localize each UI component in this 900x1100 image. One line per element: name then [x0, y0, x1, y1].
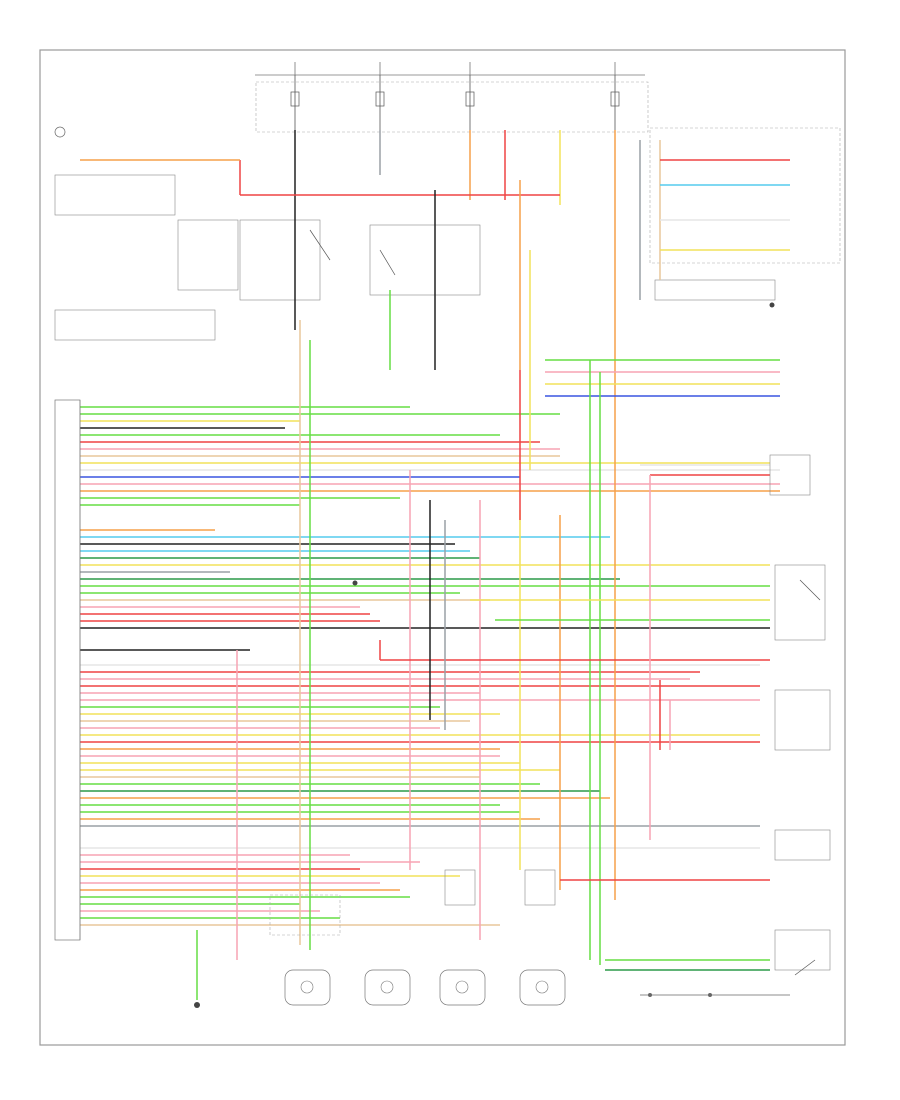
- switch-box-1: [54, 174, 176, 216]
- left-upper-components: [54, 126, 481, 341]
- main-harness: [80, 406, 780, 926]
- lamp-icon: [54, 126, 66, 138]
- fuse-3: [465, 75, 475, 130]
- right-device-sensor-3: [774, 929, 831, 971]
- right-device-sensor-1: [774, 689, 831, 751]
- ground-icon: [194, 1002, 200, 1008]
- wheel-sensor-1: [284, 969, 331, 1006]
- fuse-2: [375, 75, 385, 130]
- top-power-bus: [255, 62, 645, 76]
- wheel-sensor-4: [519, 969, 566, 1006]
- right-device-switch-1: [769, 454, 811, 496]
- ground-icon: [769, 302, 775, 308]
- wheel-sensors: [269, 869, 566, 1006]
- diagram-frame: [39, 49, 846, 1046]
- right-device-ground: [640, 993, 790, 997]
- ground-icon: [352, 580, 358, 586]
- fuse-block: [255, 75, 649, 133]
- ground-symbols: [194, 302, 775, 1008]
- relay-box: [239, 219, 321, 301]
- wheel-sensor-3: [439, 969, 486, 1006]
- right-top-switches: [649, 127, 841, 301]
- control-module-box: [369, 224, 481, 296]
- right-device-switch-2: [774, 564, 826, 641]
- left-connector-block-top: [54, 309, 216, 341]
- left-connector-body: [54, 399, 81, 941]
- module-box-1: [177, 219, 239, 291]
- fuse-1: [290, 75, 300, 130]
- right-device-sensor-2: [774, 829, 831, 861]
- wheel-sensor-2: [364, 969, 411, 1006]
- fuse-4: [610, 75, 620, 130]
- vertical-wires: [80, 130, 790, 1000]
- right-devices: [640, 454, 831, 997]
